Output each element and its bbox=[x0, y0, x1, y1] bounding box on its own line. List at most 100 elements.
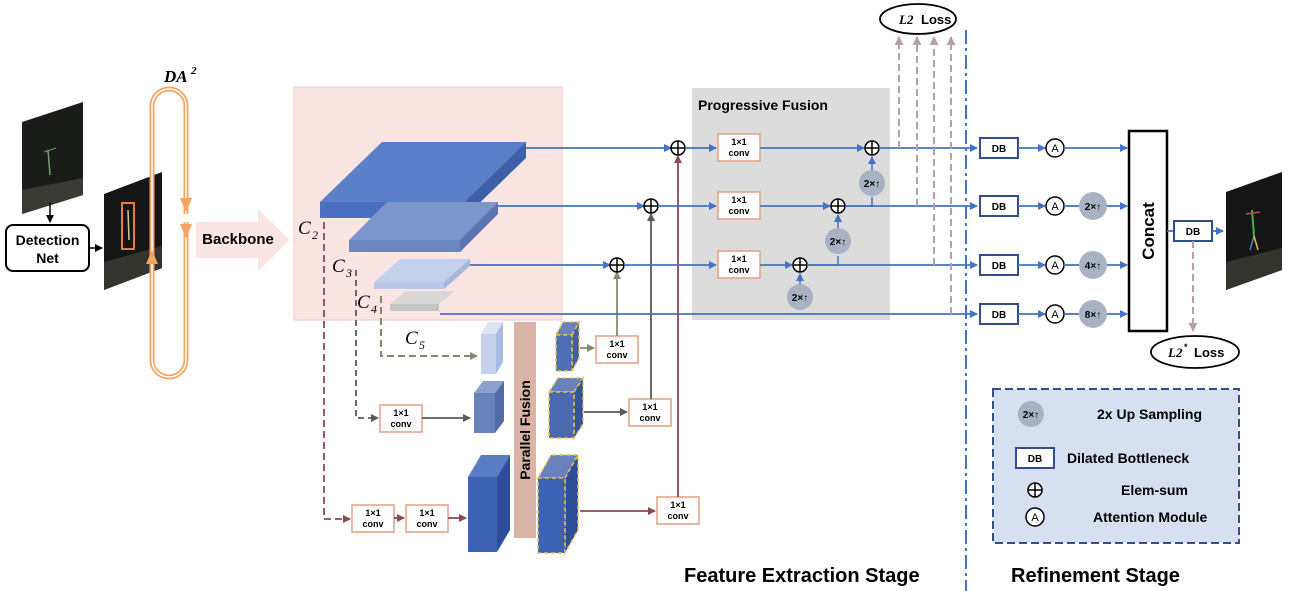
svg-text:DB: DB bbox=[992, 202, 1006, 213]
svg-text:A: A bbox=[1051, 309, 1059, 321]
svg-text:DB: DB bbox=[1186, 227, 1200, 238]
legend-attention-icon: A bbox=[1025, 507, 1045, 527]
svg-text:conv: conv bbox=[606, 350, 627, 360]
conv-box-c2-a: 1×1 conv bbox=[351, 504, 395, 533]
c4-dashed-branch bbox=[355, 270, 379, 422]
svg-text:L2: L2 bbox=[898, 12, 914, 27]
db-box-3: DB bbox=[979, 254, 1019, 276]
db-box-2: DB bbox=[979, 195, 1019, 217]
elemsum-prog-2 bbox=[830, 198, 846, 214]
feature-map-c4 bbox=[374, 259, 470, 289]
svg-text:4×↑: 4×↑ bbox=[1085, 261, 1101, 272]
feature-extraction-stage-label: Feature Extraction Stage bbox=[684, 565, 920, 587]
backbone-arrow: Backbone bbox=[196, 209, 290, 271]
legend-elemsum-icon bbox=[1027, 482, 1043, 498]
svg-text:conv: conv bbox=[728, 206, 749, 216]
svg-text:Loss: Loss bbox=[1194, 345, 1224, 360]
slab-c4 bbox=[474, 381, 504, 433]
svg-text:2×↑: 2×↑ bbox=[792, 293, 808, 304]
concat-label: Concat bbox=[1139, 202, 1158, 260]
slab-c5 bbox=[481, 322, 503, 374]
c3-subscript: 3 bbox=[345, 266, 352, 280]
refinement-stage-label: Refinement Stage bbox=[1011, 565, 1180, 587]
concat-block: Concat bbox=[1127, 129, 1169, 333]
conv-box-prog-1: 1×1 conv bbox=[717, 133, 761, 162]
svg-text:1×1: 1×1 bbox=[642, 402, 657, 412]
svg-text:conv: conv bbox=[667, 511, 688, 521]
svg-text:L2: L2 bbox=[1167, 345, 1183, 360]
elemsum-c3 bbox=[643, 198, 659, 214]
svg-text:Loss: Loss bbox=[921, 12, 951, 27]
feature-map-c3 bbox=[349, 202, 498, 252]
svg-text:1×1: 1×1 bbox=[731, 195, 746, 205]
c2-subscript: 2 bbox=[312, 228, 318, 242]
feature-map-c5 bbox=[390, 291, 455, 311]
upsample-prog-3: 2×↑ bbox=[787, 284, 813, 310]
svg-text:8×↑: 8×↑ bbox=[1085, 310, 1101, 321]
legend-box: 2×↑ 2x Up Sampling DB Dilated Bottleneck… bbox=[992, 388, 1240, 544]
elemsum-prog-1 bbox=[864, 140, 880, 156]
detection-bbox bbox=[121, 202, 135, 250]
db-box-4: DB bbox=[979, 303, 1019, 325]
c2-label: C bbox=[298, 218, 311, 239]
svg-text:A: A bbox=[1051, 143, 1059, 155]
da2-loop bbox=[146, 86, 192, 380]
svg-text:conv: conv bbox=[728, 265, 749, 275]
c4-subscript: 4 bbox=[371, 302, 377, 316]
c4-label: C bbox=[357, 292, 370, 313]
svg-text:conv: conv bbox=[639, 413, 660, 423]
slab-c2 bbox=[468, 455, 510, 552]
svg-text:conv: conv bbox=[362, 519, 383, 529]
elemsum-c2 bbox=[670, 140, 686, 156]
svg-text:2×↑: 2×↑ bbox=[1085, 202, 1101, 213]
svg-text:2×↑: 2×↑ bbox=[1023, 410, 1039, 421]
upsample-prog-1: 2×↑ bbox=[859, 170, 885, 196]
attention-2: A bbox=[1045, 196, 1065, 216]
elemsum-c4 bbox=[609, 257, 625, 273]
backbone-label: Backbone bbox=[202, 231, 274, 248]
c5-subscript: 5 bbox=[419, 338, 425, 352]
svg-text:DB: DB bbox=[1028, 454, 1042, 465]
upsample-prog-2: 2×↑ bbox=[825, 228, 851, 254]
svg-text:1×1: 1×1 bbox=[393, 408, 408, 418]
attention-1: A bbox=[1045, 138, 1065, 158]
output-image bbox=[1226, 172, 1282, 290]
svg-text:conv: conv bbox=[728, 148, 749, 158]
svg-text:2×↑: 2×↑ bbox=[830, 237, 846, 248]
upsample-ref-8x: 8×↑ bbox=[1079, 300, 1107, 328]
svg-text:DB: DB bbox=[992, 261, 1006, 272]
progressive-fusion-label: Progressive Fusion bbox=[698, 97, 828, 113]
svg-text:*: * bbox=[1184, 342, 1188, 352]
c5-dashed-branch bbox=[380, 296, 478, 360]
attention-4: A bbox=[1045, 304, 1065, 324]
da2-label: DA bbox=[163, 67, 188, 86]
svg-text:A: A bbox=[1051, 201, 1059, 213]
conv-box-prog-3: 1×1 conv bbox=[717, 250, 761, 279]
legend-elemsum-text: Elem-sum bbox=[1121, 482, 1188, 498]
fused-slab-c4 bbox=[547, 375, 585, 441]
upsample-ref-2x: 2×↑ bbox=[1079, 192, 1107, 220]
fused-slab-c2 bbox=[536, 452, 580, 556]
elemsum-prog-3 bbox=[792, 257, 808, 273]
c2-dashed-branch bbox=[323, 222, 351, 523]
conv-box-fused-c5: 1×1 conv bbox=[595, 335, 639, 364]
da2-superscript: 2 bbox=[190, 65, 197, 77]
svg-text:DB: DB bbox=[992, 144, 1006, 155]
legend-db-text: Dilated Bottleneck bbox=[1067, 450, 1189, 466]
conv-box-prog-2: 1×1 conv bbox=[717, 191, 761, 220]
legend-db-icon: DB bbox=[1015, 447, 1055, 469]
detection-net-label-1: Detection bbox=[16, 232, 80, 248]
svg-text:1×1: 1×1 bbox=[365, 508, 380, 518]
attention-3: A bbox=[1045, 255, 1065, 275]
svg-text:A: A bbox=[1031, 512, 1039, 524]
detection-net-label-2: Net bbox=[36, 250, 59, 266]
upsample-ref-4x: 4×↑ bbox=[1079, 251, 1107, 279]
fused-slab-c5 bbox=[554, 321, 581, 372]
legend-attention-text: Attention Module bbox=[1093, 509, 1208, 525]
c5-label: C bbox=[405, 328, 418, 349]
db-box-1: DB bbox=[979, 137, 1019, 159]
detection-net-box: Detection Net bbox=[5, 224, 90, 272]
conv-box-fused-c4: 1×1 conv bbox=[628, 398, 672, 427]
svg-text:A: A bbox=[1051, 260, 1059, 272]
